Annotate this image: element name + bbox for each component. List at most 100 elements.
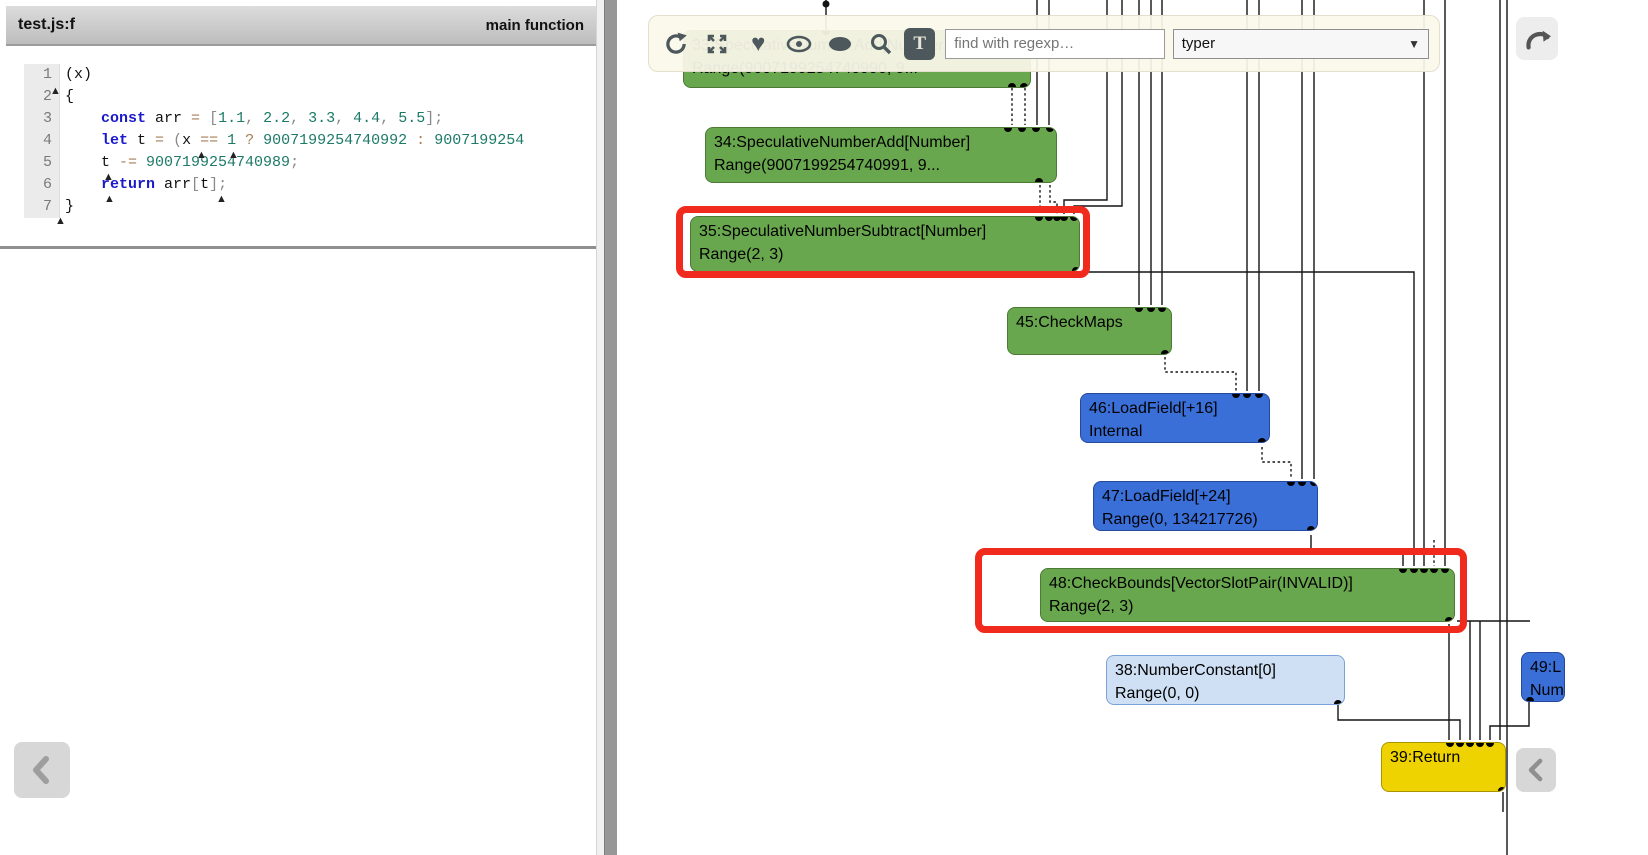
heart-icon: ♥: [751, 32, 765, 56]
line-content: let t = (x == 1 ? 9007199254740992 : 900…: [60, 130, 604, 152]
input-port: [1476, 742, 1484, 747]
node-range-label: Range(2, 3): [1049, 595, 1446, 618]
input-port: [1287, 481, 1295, 486]
code-view[interactable]: 1(x)2{3 const arr = [1.1, 2.2, 3.3, 4.4,…: [0, 46, 604, 218]
code-position-marker[interactable]: ▲: [228, 150, 239, 160]
input-port: [1004, 127, 1012, 132]
line-number[interactable]: 1: [24, 64, 60, 86]
graph-node-45[interactable]: 45:CheckMaps: [1007, 307, 1172, 355]
input-port: [1310, 481, 1318, 486]
show-all-nodes-icon[interactable]: [782, 25, 817, 63]
output-port: [1008, 83, 1016, 88]
input-port: [1243, 393, 1251, 398]
node-label: 45:CheckMaps: [1016, 311, 1163, 334]
code-line[interactable]: 4 let t = (x == 1 ? 9007199254740992 : 9…: [0, 130, 604, 152]
input-port: [1399, 568, 1407, 573]
input-port: [1018, 127, 1026, 132]
source-function-label: main function: [486, 17, 584, 34]
graph-node-34[interactable]: 34:SpeculativeNumberAdd[Number]Range(900…: [705, 127, 1057, 183]
code-position-marker[interactable]: ▲: [196, 150, 207, 160]
code-line[interactable]: 2{: [0, 86, 604, 108]
graph-node-39[interactable]: 39:Return: [1381, 742, 1506, 792]
code-line[interactable]: 6 return arr[t];: [0, 174, 604, 196]
code-position-marker[interactable]: ▲: [55, 216, 66, 226]
expand-all-icon[interactable]: [700, 25, 735, 63]
input-port: [1456, 742, 1464, 747]
output-port: [1334, 700, 1342, 705]
expand-right-panel-button[interactable]: [1516, 748, 1556, 792]
phase-select[interactable]: typer ▼: [1173, 29, 1429, 59]
toggle-ranges-button[interactable]: [1516, 17, 1558, 60]
phase-select-value: typer: [1182, 35, 1215, 52]
line-number[interactable]: 5: [24, 152, 60, 174]
node-label: 49:L: [1530, 656, 1556, 679]
line-number[interactable]: 6: [24, 174, 60, 196]
code-line[interactable]: 1(x): [0, 64, 604, 86]
graph-node-49[interactable]: 49:LNum: [1521, 652, 1565, 702]
node-range-label: Range(0, 134217726): [1102, 508, 1309, 531]
output-port: [1258, 438, 1266, 443]
input-port: [1032, 127, 1040, 132]
line-number[interactable]: 4: [24, 130, 60, 152]
node-label: 39:Return: [1390, 746, 1497, 769]
collapse-source-panel-button[interactable]: [14, 742, 70, 798]
node-label: 35:SpeculativeNumberSubtract[Number]: [699, 220, 1071, 243]
output-port: [1307, 526, 1315, 531]
line-content: return arr[t];: [60, 174, 604, 196]
node-search-input[interactable]: [945, 29, 1164, 59]
code-line[interactable]: 5 t -= 9007199254740989;: [0, 152, 604, 174]
input-port: [1035, 216, 1043, 221]
input-port: [1298, 481, 1306, 486]
graph-node-46[interactable]: 46:LoadField[+16]Internal: [1080, 393, 1270, 443]
chevron-left-icon: [1522, 755, 1550, 785]
chevron-left-icon: [25, 753, 59, 787]
output-port: [1498, 787, 1506, 792]
source-header: test.js:f main function: [6, 6, 598, 46]
code-position-marker[interactable]: ▲: [103, 172, 114, 182]
input-port: [1255, 393, 1263, 398]
graph-node-47[interactable]: 47:LoadField[+24]Range(0, 134217726): [1093, 481, 1318, 531]
source-panel-splitter[interactable]: [0, 246, 604, 249]
toggle-types-label: T: [913, 33, 926, 55]
code-position-marker[interactable]: ▲: [216, 194, 227, 204]
line-content: }: [60, 196, 604, 218]
graph-node-48[interactable]: 48:CheckBounds[VectorSlotPair(INVALID)]R…: [1040, 568, 1455, 622]
graph-panel[interactable]: 33:SpeculativeNumberAdd[Number]Range(900…: [617, 0, 1648, 855]
code-line[interactable]: 3 const arr = [1.1, 2.2, 3.3, 4.4, 5.5];: [0, 108, 604, 130]
graph-node-35[interactable]: 35:SpeculativeNumberSubtract[Number]Rang…: [690, 216, 1080, 272]
code-line[interactable]: 7}: [0, 196, 604, 218]
input-port: [1060, 216, 1068, 221]
graph-toolbar: ♥ T typer ▼: [648, 15, 1440, 72]
input-port: [1232, 393, 1240, 398]
node-label: 46:LoadField[+16]: [1089, 397, 1261, 420]
input-port: [1147, 307, 1155, 312]
graph-node-38[interactable]: 38:NumberConstant[0]Range(0, 0): [1106, 655, 1345, 705]
chevron-down-icon: ▼: [1408, 37, 1420, 51]
node-label: 38:NumberConstant[0]: [1115, 659, 1336, 682]
curved-arrow-icon: [1522, 25, 1552, 53]
input-port: [1053, 216, 1061, 221]
toggle-types-icon[interactable]: T: [904, 28, 935, 60]
output-port: [1526, 697, 1534, 702]
output-port: [1161, 350, 1169, 355]
node-range-label: Internal: [1089, 420, 1261, 443]
node-range-label: Range(2, 3): [699, 243, 1071, 266]
source-panel: test.js:f main function 1(x)2{3 const ar…: [0, 0, 604, 855]
line-number[interactable]: 3: [24, 108, 60, 130]
input-port: [1466, 742, 1474, 747]
code-position-marker[interactable]: ▲: [104, 194, 115, 204]
input-port: [1135, 307, 1143, 312]
output-port: [1020, 83, 1028, 88]
zoom-to-selection-icon[interactable]: [863, 25, 898, 63]
input-port: [1441, 568, 1449, 573]
node-range-label: Range(9007199254740991, 9...: [714, 154, 1048, 177]
input-port: [1446, 742, 1454, 747]
code-position-marker[interactable]: ▲: [50, 86, 61, 96]
hide-dead-nodes-icon[interactable]: ♥: [741, 25, 776, 63]
input-port: [1420, 568, 1428, 573]
node-label: 34:SpeculativeNumberAdd[Number]: [714, 131, 1048, 154]
relayout-icon[interactable]: [659, 25, 694, 63]
input-port: [1070, 216, 1078, 221]
input-port: [1046, 127, 1054, 132]
hide-unselected-icon[interactable]: [823, 25, 858, 63]
